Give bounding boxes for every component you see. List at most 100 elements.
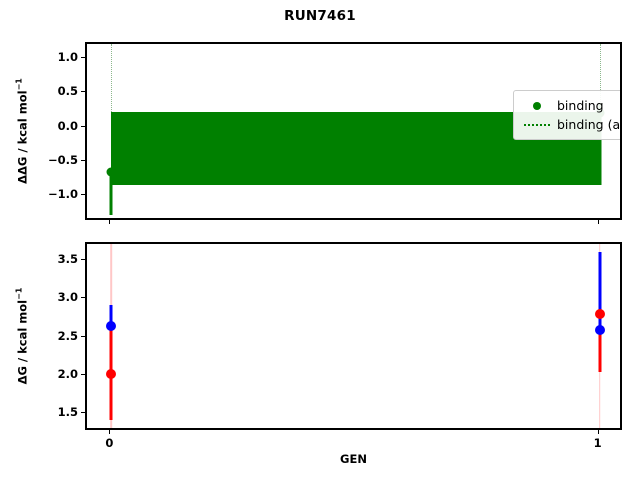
binding-all-gens-line xyxy=(323,112,325,186)
binding-all-gens-line xyxy=(339,112,341,186)
binding-all-gens-line xyxy=(447,112,449,186)
binding-all-gens-line xyxy=(481,112,483,186)
binding-all-gens-line xyxy=(371,112,373,186)
binding-all-gens-line xyxy=(127,112,129,186)
top-panel-legend-item[interactable]: binding (all GENS) xyxy=(520,115,620,134)
binding-all-gens-line xyxy=(375,112,377,186)
bottom-ytick-mark xyxy=(81,373,85,375)
x-tick-label: 0 xyxy=(105,436,114,450)
binding-all-gens-line xyxy=(529,112,531,186)
binding-all-gens-line xyxy=(385,112,387,186)
binding-all-gens-line xyxy=(285,112,287,186)
binding-all-gens-line xyxy=(157,112,159,186)
binding-all-gens-line xyxy=(189,112,191,186)
binding-all-gens-line xyxy=(355,112,357,186)
binding-all-gens-line xyxy=(251,112,253,186)
binding-all-gens-line xyxy=(405,112,407,186)
binding-all-gens-line xyxy=(235,112,237,186)
binding-all-gens-line xyxy=(241,112,243,186)
binding-all-gens-line xyxy=(307,112,309,186)
binding-all-gens-line xyxy=(151,112,153,186)
binding-all-gens-line xyxy=(549,112,551,186)
binding-all-gens-line xyxy=(333,112,335,186)
binding-all-gens-line xyxy=(247,112,249,186)
binding-all-gens-line xyxy=(167,112,169,186)
solvent-errorbar xyxy=(598,251,602,334)
binding-all-gens-line xyxy=(421,112,423,186)
binding-all-gens-line xyxy=(359,112,361,186)
binding-all-gens-line xyxy=(349,112,351,186)
binding-all-gens-line xyxy=(321,112,323,186)
binding-all-gens-line xyxy=(365,112,367,186)
binding-all-gens-line xyxy=(493,112,495,186)
binding-all-gens-line xyxy=(487,112,489,186)
solvent-data-point xyxy=(106,321,117,332)
binding-all-gens-line xyxy=(135,112,137,186)
binding-all-gens-line xyxy=(565,112,567,186)
binding-all-gens-line xyxy=(475,112,477,186)
binding-all-gens-line xyxy=(595,112,597,186)
binding-all-gens-line xyxy=(161,112,163,186)
binding-all-gens-line xyxy=(555,112,557,186)
binding-all-gens-line xyxy=(483,112,485,186)
binding-all-gens-line xyxy=(429,112,431,186)
top-panel-ylabel: ΔΔG / kcal mol−1 xyxy=(15,78,30,184)
binding-all-gens-line xyxy=(519,112,521,186)
binding-all-gens-line xyxy=(495,112,497,186)
binding-all-gens-line xyxy=(501,112,503,186)
binding-all-gens-line xyxy=(461,112,463,186)
binding-all-gens-line xyxy=(545,112,547,186)
top-panel-legend-item[interactable]: binding xyxy=(520,96,620,115)
binding-data-point xyxy=(106,167,116,177)
binding-all-gens-line xyxy=(209,112,211,186)
binding-errorbar xyxy=(109,169,113,216)
binding-all-gens-line xyxy=(129,112,131,186)
x-tick-label: 1 xyxy=(593,436,602,450)
binding-all-gens-line xyxy=(231,112,233,186)
binding-all-gens-line xyxy=(437,112,439,186)
binding-all-gens-line xyxy=(491,112,493,186)
binding-all-gens-line xyxy=(217,112,219,186)
binding-all-gens-line xyxy=(271,112,273,186)
bottom-ytick-label: 2.0 xyxy=(57,366,78,381)
bottom-panel-ylabel-superscript: −1 xyxy=(14,287,24,300)
binding-all-gens-line xyxy=(143,112,145,186)
binding-all-gens-line xyxy=(177,112,179,186)
binding-all-gens-line xyxy=(227,112,229,186)
binding-all-gens-line xyxy=(591,112,593,186)
binding-all-gens-line xyxy=(517,112,519,186)
binding-all-gens-line xyxy=(463,112,465,186)
binding-all-gens-line xyxy=(171,112,173,186)
binding-all-gens-line xyxy=(431,112,433,186)
binding-all-gens-line xyxy=(563,112,565,186)
binding-all-gens-line xyxy=(219,112,221,186)
binding-all-gens-line xyxy=(169,112,171,186)
binding-all-gens-line xyxy=(345,112,347,186)
binding-all-gens-line xyxy=(399,112,401,186)
binding-all-gens-line xyxy=(435,112,437,186)
binding-all-gens-line xyxy=(301,112,303,186)
bottom-panel-ylabel: ΔG / kcal mol−1 xyxy=(15,288,30,385)
top-ytick-label: 0.5 xyxy=(57,84,78,99)
binding-all-gens-line xyxy=(535,112,537,186)
binding-all-gens-line xyxy=(133,112,135,186)
binding-all-gens-line xyxy=(395,112,397,186)
binding-all-gens-line xyxy=(451,112,453,186)
binding-all-gens-line xyxy=(477,112,479,186)
binding-all-gens-line xyxy=(415,112,417,186)
binding-all-gens-line xyxy=(293,112,295,186)
binding-all-gens-line xyxy=(561,112,563,186)
bottom-ytick-label: 3.0 xyxy=(57,290,78,305)
binding-all-gens-line xyxy=(433,112,435,186)
x-tick-mark xyxy=(109,430,111,434)
binding-all-gens-line xyxy=(407,112,409,186)
binding-all-gens-line xyxy=(225,112,227,186)
binding-all-gens-line xyxy=(185,112,187,186)
top-ytick-mark xyxy=(81,159,85,161)
binding-all-gens-line xyxy=(243,112,245,186)
binding-all-gens-line xyxy=(265,112,267,186)
binding-all-gens-line xyxy=(213,112,215,186)
binding-all-gens-line xyxy=(521,112,523,186)
x-axis-label: GEN xyxy=(340,452,367,466)
binding-all-gens-line xyxy=(471,112,473,186)
